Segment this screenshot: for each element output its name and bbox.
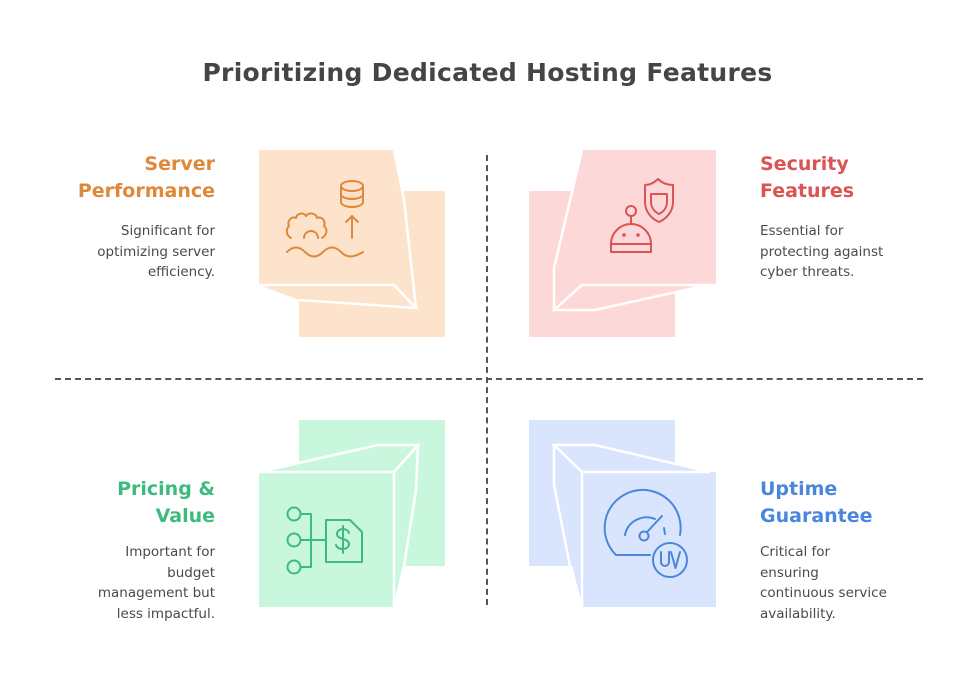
desc-line: less impactful.: [116, 605, 215, 622]
box-graphic: [258, 420, 445, 608]
quadrant-heading: Security Features: [760, 151, 960, 205]
pricing-tree-dollar-icon: [286, 506, 363, 575]
quadrant-description: Critical for ensuring continuous service…: [760, 542, 960, 624]
desc-line: Significant for: [120, 223, 215, 239]
horizontal-axis-divider: [55, 378, 923, 380]
desc-line: Critical for: [760, 544, 831, 560]
desc-line: availability.: [760, 605, 836, 622]
quadrant-heading: Uptime Guarantee: [760, 476, 960, 530]
box-graphic: [529, 420, 716, 608]
desc-line: efficiency.: [147, 264, 215, 280]
quadrant-description: Significant for optimizing server effici…: [40, 221, 215, 283]
quadrant-description: Important for budget management but less…: [40, 542, 215, 624]
box-graphic: [529, 149, 716, 337]
desc-line: protecting against: [760, 243, 884, 260]
desc-line: optimizing server: [97, 243, 215, 260]
heading-line: Value: [155, 505, 215, 527]
heading-line: Features: [760, 180, 855, 202]
quadrant-description: Essential for protecting against cyber t…: [760, 221, 960, 283]
heading-line: Pricing &: [117, 478, 215, 500]
quadrant-heading: Server Performance: [40, 151, 215, 205]
vertical-axis-divider: [486, 155, 488, 605]
desc-line: management but: [97, 585, 215, 601]
server-gear-database-icon: [285, 180, 364, 258]
desc-line: continuous service: [760, 585, 887, 601]
heading-line: Guarantee: [760, 505, 873, 527]
heading-line: Performance: [77, 180, 215, 202]
page-title: Prioritizing Dedicated Hosting Features: [202, 58, 773, 87]
heading-line: Server: [144, 153, 215, 175]
desc-line: budget: [167, 564, 215, 581]
quadrant-heading: Pricing & Value: [40, 476, 215, 530]
desc-line: Important for: [125, 544, 215, 560]
heading-line: Uptime: [760, 478, 838, 500]
desc-line: cyber threats.: [760, 264, 855, 280]
heading-line: Security: [760, 153, 849, 175]
gauge-uv-icon: [603, 488, 688, 578]
robot-shield-icon: [610, 178, 674, 253]
desc-line: Essential for: [760, 223, 844, 239]
desc-line: ensuring: [760, 564, 819, 581]
box-graphic: [259, 149, 445, 337]
